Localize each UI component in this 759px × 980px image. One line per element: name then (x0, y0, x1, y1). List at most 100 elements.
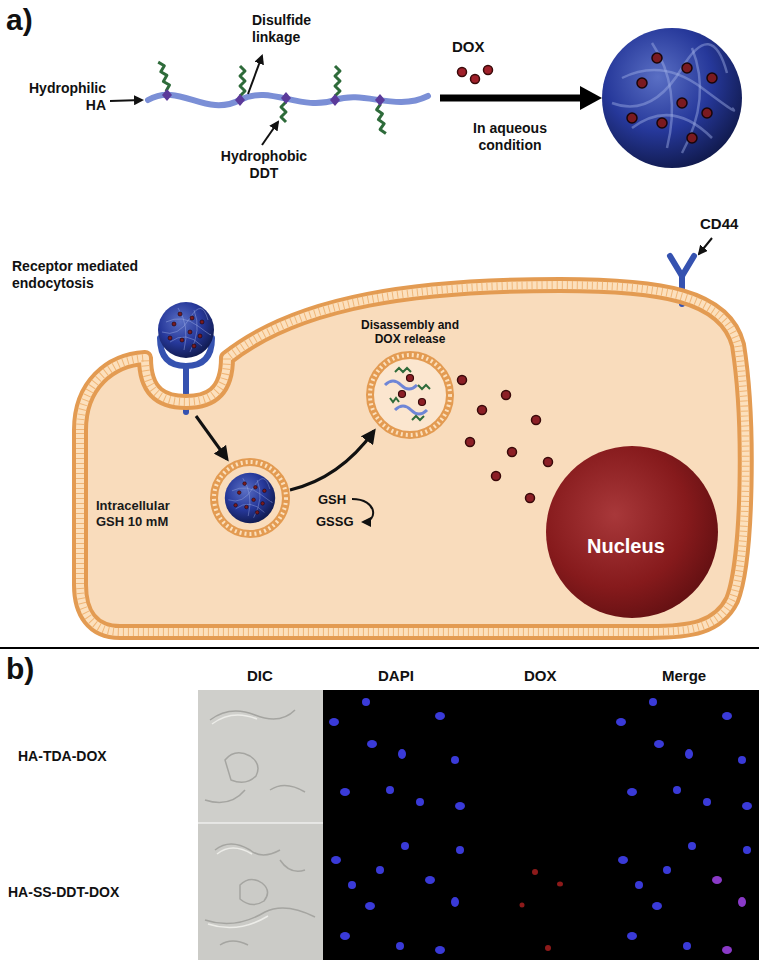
leader-arrow (248, 56, 262, 94)
endosome (225, 473, 275, 523)
panel-letter: b) (6, 651, 34, 687)
dapi-nucleus (455, 802, 465, 810)
disassembling-vesicle (385, 381, 427, 414)
dapi-nucleus (386, 786, 394, 794)
disulfide-mark (235, 94, 245, 106)
disassembling-vesicle (419, 399, 426, 406)
dox-molecule (532, 416, 541, 425)
node-label: Intracellular GSH 10 mM (96, 498, 196, 529)
reagent-label: GSSG (316, 514, 354, 530)
micelle (158, 302, 214, 358)
merge-nucleus (683, 942, 691, 950)
disassembling-vesicle (385, 381, 417, 389)
dox-molecule (471, 75, 480, 84)
dapi-nucleus (416, 798, 424, 806)
merge-nucleus (742, 802, 752, 810)
merge-nucleus (649, 698, 657, 706)
callout-label: Disulfide linkage (252, 12, 332, 46)
merge-nucleus (616, 718, 626, 726)
dapi-nucleus (451, 756, 459, 764)
process-arrow (196, 416, 374, 522)
dapi-nucleus (435, 946, 445, 954)
merge-nucleus (635, 881, 643, 889)
dapi-nucleus (367, 740, 377, 748)
merge-nucleus (627, 932, 637, 940)
process-arrow (580, 86, 602, 110)
dic-image (240, 879, 268, 904)
process-arrow (290, 431, 374, 490)
dapi-nucleus (451, 897, 459, 907)
node-label: Nucleus (587, 534, 665, 558)
dox-signal (557, 882, 563, 887)
dapi-nucleus (329, 698, 465, 954)
merge-nucleus (703, 798, 711, 806)
callout-label: CD44 (700, 215, 738, 233)
merge-nucleus (618, 856, 628, 864)
merge-nucleus (743, 846, 751, 854)
dox-molecule (458, 376, 467, 385)
merge-nucleus (738, 897, 746, 907)
disassembling-vesicle (390, 398, 399, 402)
dapi-nucleus (331, 856, 341, 864)
dic-image (220, 941, 248, 945)
dic-image (198, 823, 323, 960)
merge-nucleus (722, 946, 732, 954)
row-label: HA-TDA-DOX (18, 748, 107, 765)
dox-molecule (458, 376, 553, 503)
merge-nucleus (627, 788, 637, 796)
dapi-nucleus (348, 881, 356, 889)
disassembling-vesicle (399, 375, 426, 406)
leader-arrow (699, 238, 712, 254)
cell-membrane (80, 285, 746, 632)
disassembling-vesicle (370, 355, 450, 435)
dic-image (212, 715, 257, 724)
callout-label: Hydrophobic DDT (214, 148, 314, 182)
dapi-nucleus (425, 876, 435, 884)
dapi-nucleus (401, 842, 409, 850)
dox-molecule (458, 66, 493, 84)
process-arrow (352, 499, 373, 522)
leader-arrow (110, 100, 142, 101)
dox-signal (545, 945, 551, 951)
ddt-chain (240, 66, 245, 96)
dic-image (215, 844, 280, 855)
dox-molecule (502, 391, 511, 400)
ddt-chain (158, 61, 171, 91)
dic-image (280, 860, 305, 871)
dic-image (205, 710, 315, 945)
ddt-chain (376, 104, 386, 134)
ddt-chain (158, 61, 171, 91)
process-label: Receptor mediated endocytosis (12, 258, 162, 292)
dapi-nucleus (365, 902, 375, 910)
dox-molecule (484, 66, 493, 75)
reagent-label: GSH (318, 492, 346, 508)
dic-image (198, 690, 323, 823)
cell-cytoplasm (80, 285, 746, 632)
disulfide-mark (281, 92, 291, 104)
column-heading: DIC (247, 667, 273, 685)
ddt-chain (376, 104, 386, 134)
callout-label: Hydrophilic HA (14, 80, 106, 114)
disassembling-vesicle (399, 391, 406, 398)
merge-nucleus (673, 786, 681, 794)
dox-molecule (466, 438, 475, 447)
dapi-nucleus (340, 932, 350, 940)
dic-image (208, 916, 268, 928)
micelle (158, 302, 214, 358)
dic-image (270, 785, 305, 792)
dox-molecule (508, 448, 517, 457)
dox-molecule (478, 406, 487, 415)
disassembling-vesicle (395, 406, 427, 414)
merge-nucleus (654, 740, 664, 748)
cd44-receptor (670, 256, 682, 276)
column-heading: DOX (524, 667, 557, 685)
cell-membrane (80, 285, 746, 632)
disulfide-mark (162, 89, 385, 106)
process-arrow (196, 416, 227, 459)
merge-nucleus (688, 842, 696, 850)
disassembling-vesicle (407, 375, 414, 382)
dic-image (205, 908, 315, 924)
panel-letter: a) (6, 2, 33, 38)
disassembling-vesicle (412, 416, 424, 420)
row-label: HA-SS-DDT-DOX (8, 884, 119, 901)
